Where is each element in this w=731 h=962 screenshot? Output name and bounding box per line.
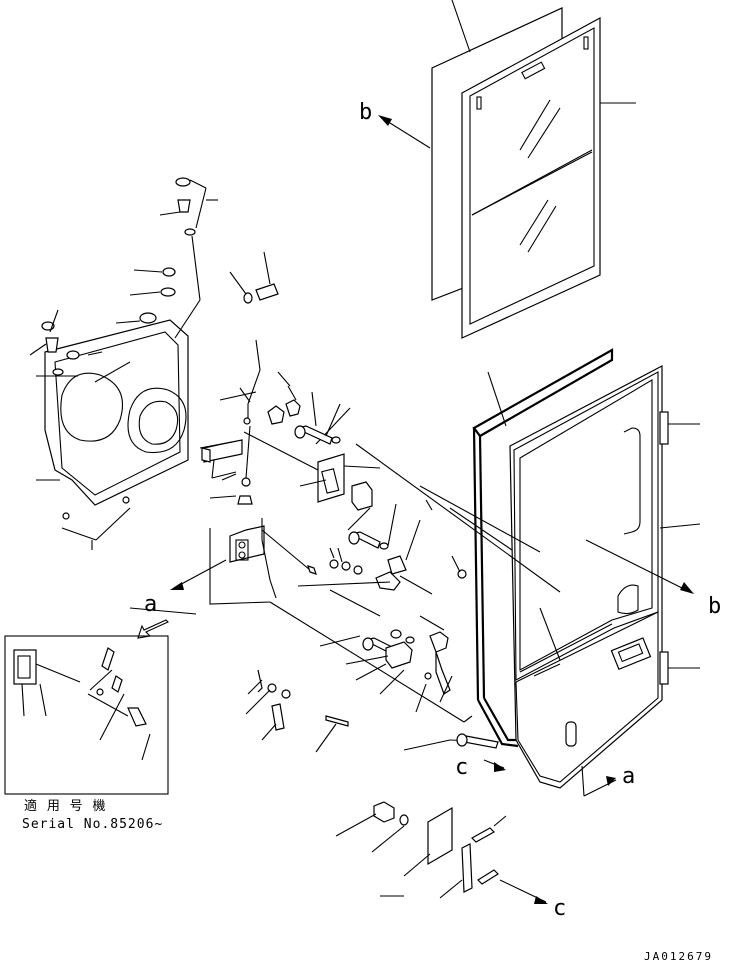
- callout-leader-lines: [199, 102, 636, 573]
- lock-rod-assembly: [209, 339, 301, 505]
- serial-inset-box: [4, 607, 197, 795]
- door-frame: [487, 365, 701, 797]
- applicable-machine-label: 適 用 号 機: [24, 799, 107, 814]
- view-lines-to-door: [355, 443, 694, 772]
- view-ref-a-bottom: a: [622, 764, 636, 789]
- door-seal-rubber: [472, 348, 614, 748]
- view-ref-a-left: a: [144, 592, 158, 617]
- view-ref-b-top: b: [359, 100, 373, 125]
- view-ref-c-mid: c: [455, 755, 469, 780]
- striker-plate: [243, 407, 381, 511]
- trim-fasteners: [29, 177, 218, 550]
- door-lock-body: [201, 439, 243, 479]
- bolt-and-washer-right-of-trim: [229, 251, 279, 304]
- drawing-code: JA012679: [644, 950, 713, 962]
- hinge-bolts-center: [294, 391, 397, 550]
- handle-linkage: [297, 547, 467, 617]
- arrow-b-top: [378, 115, 431, 149]
- lock-assembly-detail: [170, 518, 473, 723]
- window-frame-panel: [461, 16, 636, 339]
- view-ref-c-bottom: c: [553, 896, 567, 921]
- serial-number-label: Serial No.85206~: [22, 817, 164, 832]
- lower-lock-parts: [319, 615, 453, 713]
- view-ref-b-right: b: [708, 594, 722, 619]
- inner-trim-panel: [36, 319, 189, 506]
- bottom-small-parts: [245, 669, 349, 753]
- bottom-seal-parts: [335, 801, 548, 904]
